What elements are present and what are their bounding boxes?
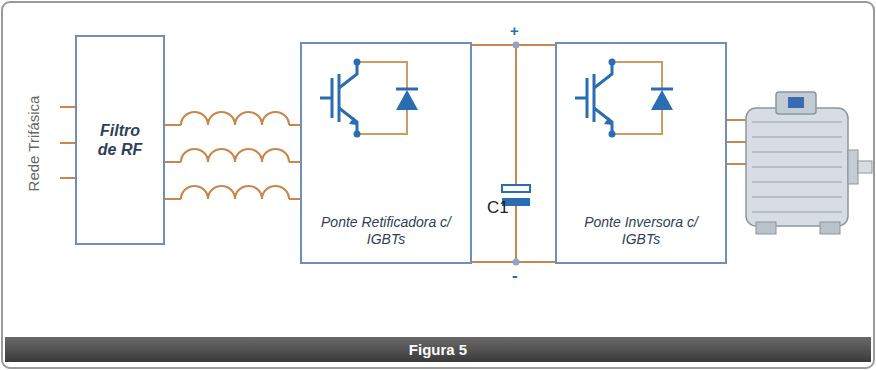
motor-wires bbox=[726, 120, 746, 164]
inductor-symbols bbox=[181, 112, 289, 201]
capacitor-symbol bbox=[502, 42, 530, 266]
figure-caption: Figura 5 bbox=[409, 341, 467, 358]
igbt-diode-symbol bbox=[320, 59, 418, 138]
process-box: Ponte Inversora c/ IGBTs bbox=[555, 42, 727, 264]
caption-bar: Figura 5 bbox=[5, 337, 871, 362]
box-label: Filtro de RF bbox=[92, 121, 148, 159]
igbt-diode-symbol bbox=[575, 59, 673, 138]
box-label: Ponte Retificadora c/ IGBTs bbox=[319, 214, 453, 248]
motor-illustration bbox=[746, 92, 872, 234]
polarity-mark: + bbox=[510, 22, 519, 39]
box-label: Ponte Inversora c/ IGBTs bbox=[581, 214, 701, 248]
part-name: C1 bbox=[487, 198, 509, 218]
mains-wires bbox=[60, 107, 76, 178]
polarity-mark: - bbox=[512, 266, 518, 286]
process-box: Ponte Retificadora c/ IGBTs bbox=[300, 42, 472, 264]
process-box: Filtro de RF bbox=[75, 35, 165, 245]
supply-label: Rede Trifásica bbox=[26, 95, 43, 191]
